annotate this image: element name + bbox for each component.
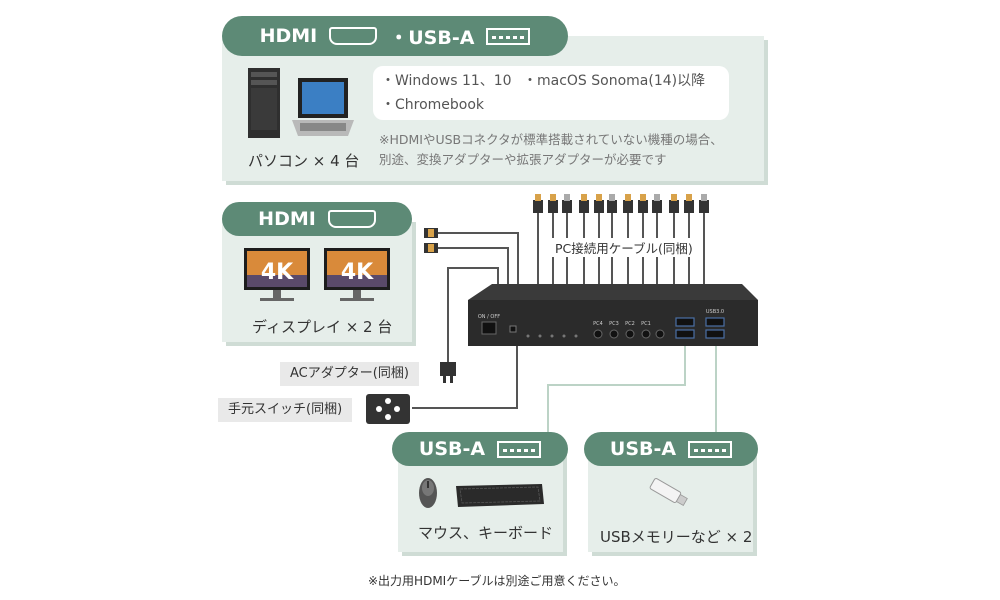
hdmi-port-icon bbox=[327, 210, 376, 228]
laptop-icon bbox=[292, 78, 354, 136]
adapter-note: ※HDMIやUSBコネクタが標準搭載されていない機種の場合、 別途、変換アダプタ… bbox=[379, 130, 723, 170]
ac-adapter-label: ACアダプター(同梱) bbox=[280, 362, 419, 386]
pc-cable-connector-tip bbox=[640, 194, 646, 201]
device-led-row bbox=[526, 334, 578, 338]
hand-switch-icon bbox=[366, 394, 410, 424]
display-caption: ディスプレイ × 2 台 bbox=[252, 318, 393, 336]
usb-connection-lines bbox=[547, 340, 717, 432]
mouse-icon bbox=[419, 478, 437, 508]
pc-cable-label: PC接続用ケーブル(同梱) bbox=[549, 238, 699, 257]
ac-adapter-plug-icon bbox=[440, 362, 456, 383]
device-port-label-pc2: PC2 bbox=[625, 321, 635, 327]
pc-caption: パソコン × 4 台 bbox=[248, 152, 360, 170]
pc-cable-head bbox=[594, 200, 604, 213]
pc-cable-head bbox=[623, 200, 633, 213]
pc-cable-connector-tip bbox=[535, 194, 541, 201]
pc-cable-connector-tip bbox=[654, 194, 660, 201]
device-port-label-pc4: PC4 bbox=[593, 321, 603, 327]
pc-cable-head bbox=[562, 200, 572, 213]
pc-cable-head bbox=[579, 200, 589, 213]
pc-cable-head bbox=[699, 200, 709, 213]
monitor-right-4k-text: 4K bbox=[341, 260, 374, 285]
display-hdmi-label: HDMI bbox=[258, 208, 316, 230]
usb-memory-connector-pill: USB-A bbox=[584, 432, 758, 466]
os-list-box: ・Windows 11、10 ・macOS Sonoma(14)以降 ・Chro… bbox=[373, 66, 729, 120]
device-usb-ports bbox=[675, 317, 725, 339]
device-usb-label: USB3.0 bbox=[706, 309, 724, 315]
pc-cable-connector-tip bbox=[564, 194, 570, 201]
pc-cable-connector-tip bbox=[609, 194, 615, 201]
usb-memory-caption: USBメモリーなど × 2 bbox=[600, 528, 753, 546]
os-macos: ・macOS Sonoma(14)以降 bbox=[523, 73, 706, 89]
hand-switch-label: 手元スイッチ(同梱) bbox=[218, 398, 353, 422]
usb-memory-icon bbox=[649, 478, 688, 507]
footer-note: ※出力用HDMIケーブルは別途ご用意ください。 bbox=[368, 574, 626, 588]
mouse-connector-pill: USB-A bbox=[392, 432, 568, 466]
pc-cable-head bbox=[669, 200, 679, 213]
pc-cable-connector-tip bbox=[550, 194, 556, 201]
pc-tower-icon bbox=[248, 68, 280, 138]
usb-port-icon bbox=[688, 440, 733, 458]
pc-cable-head bbox=[638, 200, 648, 213]
pc-cable-connector-tip bbox=[701, 194, 707, 201]
pc-cable-head bbox=[652, 200, 662, 213]
adapter-note-line: 別途、変換アダプターや拡張アダプターが必要です bbox=[379, 152, 667, 167]
os-windows: ・Windows 11、10 bbox=[381, 73, 512, 89]
mouse-keyboard-caption: マウス、キーボード bbox=[418, 524, 554, 542]
device-power-label: ON / OFF bbox=[478, 314, 500, 320]
device-port-label-pc1: PC1 bbox=[641, 321, 651, 327]
adapter-note-line: ※HDMIやUSBコネクタが標準搭載されていない機種の場合、 bbox=[379, 132, 723, 147]
usb-port-icon bbox=[486, 27, 531, 45]
pc-cable-connector-tip bbox=[686, 194, 692, 201]
display-connector-pill: HDMI bbox=[222, 202, 412, 236]
device-cables bbox=[412, 232, 519, 409]
hdmi-connector-label: HDMI bbox=[259, 25, 318, 47]
pc-cable-connector-tip bbox=[596, 194, 602, 201]
monitor-left-4k-text: 4K bbox=[261, 260, 294, 285]
pc-cable-head bbox=[607, 200, 617, 213]
pc-cable-head bbox=[548, 200, 558, 213]
hdmi-cable-heads bbox=[424, 228, 438, 253]
usb-port-icon bbox=[497, 440, 542, 458]
monitor-left-icon bbox=[244, 248, 310, 301]
pc-cable-connector-tip bbox=[671, 194, 677, 201]
monitor-right-icon bbox=[324, 248, 390, 301]
usb-memory-usb-label: USB-A bbox=[609, 438, 677, 460]
pc-connector-pill: HDMI ・USB-A bbox=[222, 16, 568, 56]
keyboard-icon bbox=[456, 484, 544, 507]
device-pc-buttons bbox=[593, 329, 665, 339]
hdmi-port-icon bbox=[329, 27, 378, 45]
device-port-label-pc3: PC3 bbox=[609, 321, 619, 327]
pc-cable-connector-tip bbox=[581, 194, 587, 201]
pc-cable-connector-tip bbox=[625, 194, 631, 201]
pc-cable-head bbox=[533, 200, 543, 213]
usb-connector-label: ・USB-A bbox=[389, 26, 475, 49]
pc-cable-head bbox=[684, 200, 694, 213]
mouse-usb-label: USB-A bbox=[418, 438, 486, 460]
os-chromebook: ・Chromebook bbox=[381, 97, 485, 113]
